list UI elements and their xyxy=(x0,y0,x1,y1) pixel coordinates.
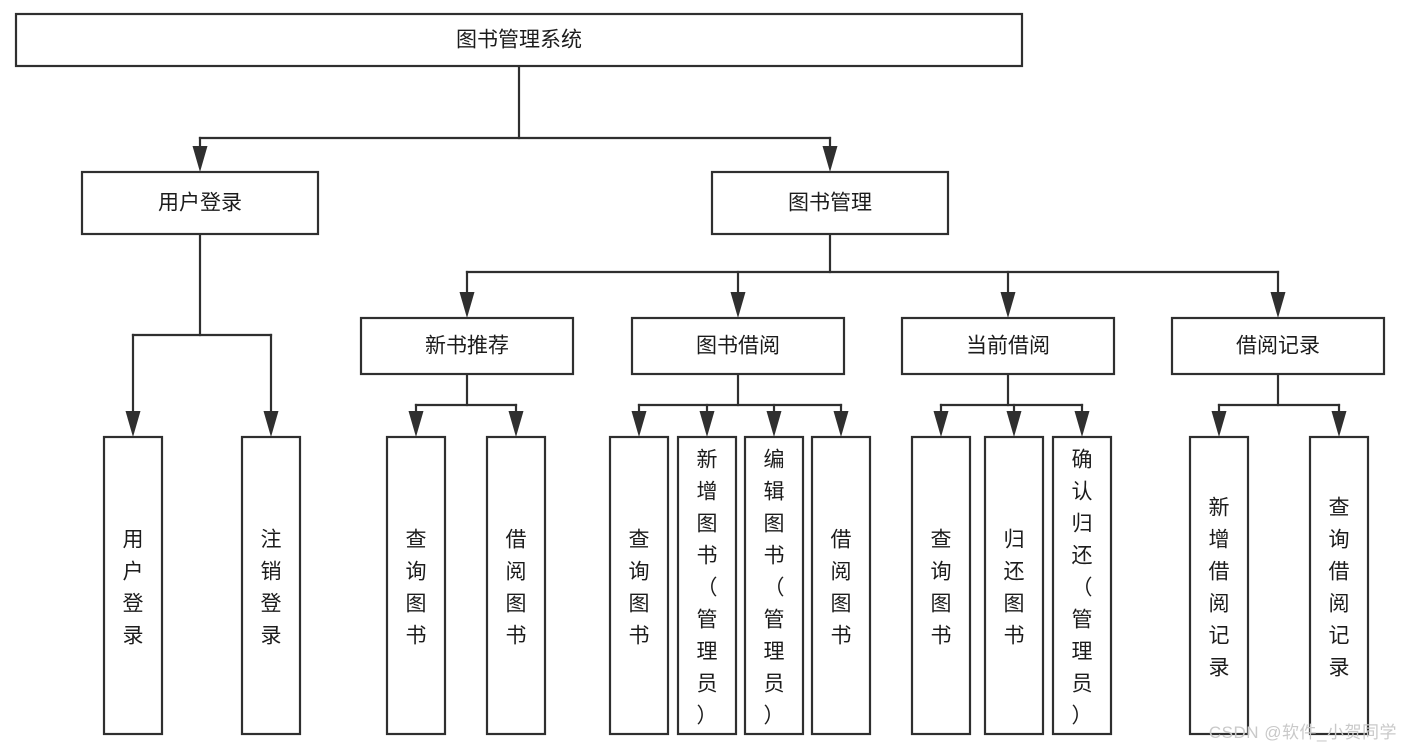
node-label: 用户登录 xyxy=(158,192,242,215)
node-box[interactable] xyxy=(1188,435,1250,736)
arrowhead-icon xyxy=(1270,292,1286,318)
arrowhead-icon xyxy=(766,411,782,437)
connector-root xyxy=(192,64,838,172)
node-label: 图书管理系统 xyxy=(456,29,582,52)
node-box[interactable] xyxy=(14,12,1024,68)
node-box[interactable] xyxy=(80,170,320,236)
node-label: 查询图书 xyxy=(406,528,427,647)
node-box[interactable] xyxy=(676,435,738,736)
node-current-borrow[interactable]: 当前借阅 xyxy=(900,316,1116,376)
node-leaf-logout[interactable]: 注销登录 xyxy=(240,435,302,736)
node-leaf-borrow-edit[interactable]: 编辑图书（管理员） xyxy=(743,435,805,736)
node-leaf-borrow-add[interactable]: 新增图书（管理员） xyxy=(676,435,738,736)
node-root[interactable]: 图书管理系统 xyxy=(14,12,1024,68)
node-label: 借阅图书 xyxy=(506,528,527,647)
arrowhead-icon xyxy=(408,411,424,437)
node-leaf-record-add[interactable]: 新增借阅记录 xyxy=(1188,435,1250,736)
arrowhead-icon xyxy=(192,146,208,172)
node-leaf-borrow-query[interactable]: 查询图书 xyxy=(608,435,670,736)
node-leaf-current-query[interactable]: 查询图书 xyxy=(910,435,972,736)
node-label: 编辑图书（管理员） xyxy=(764,448,785,727)
node-box[interactable] xyxy=(710,170,950,236)
node-box[interactable] xyxy=(102,435,164,736)
arrowhead-icon xyxy=(730,292,746,318)
node-box[interactable] xyxy=(1051,435,1113,736)
node-box[interactable] xyxy=(1170,316,1386,376)
node-leaf-recommend-borrow[interactable]: 借阅图书 xyxy=(485,435,547,736)
arrowhead-icon xyxy=(1211,411,1227,437)
node-label: 借阅图书 xyxy=(831,528,852,647)
node-box[interactable] xyxy=(743,435,805,736)
node-box[interactable] xyxy=(900,316,1116,376)
node-leaf-current-confirm[interactable]: 确认归还（管理员） xyxy=(1051,435,1113,736)
node-box[interactable] xyxy=(485,435,547,736)
arrowhead-icon xyxy=(263,411,279,437)
node-label: 新增借阅记录 xyxy=(1209,496,1230,679)
node-user-login[interactable]: 用户登录 xyxy=(80,170,320,236)
nodes-layer: 图书管理系统用户登录图书管理新书推荐图书借阅当前借阅借阅记录用户登录注销登录查询… xyxy=(14,12,1386,736)
arrowhead-icon xyxy=(1331,411,1347,437)
watermark-label: CSDN @软件_小贺同学 xyxy=(1208,723,1397,742)
connector-user-login xyxy=(125,232,279,437)
node-label: 查询图书 xyxy=(629,528,650,647)
connector-book-manage xyxy=(459,232,1286,318)
arrowhead-icon xyxy=(459,292,475,318)
node-leaf-record-query[interactable]: 查询借阅记录 xyxy=(1308,435,1370,736)
node-new-book-recommend[interactable]: 新书推荐 xyxy=(359,316,575,376)
node-box[interactable] xyxy=(1308,435,1370,736)
connector-current-borrow xyxy=(933,372,1090,437)
node-label: 图书借阅 xyxy=(696,335,780,358)
node-label: 注销登录 xyxy=(261,528,282,647)
node-box[interactable] xyxy=(983,435,1045,736)
node-label: 归还图书 xyxy=(1004,528,1025,647)
node-label: 图书管理 xyxy=(788,192,872,215)
connector-borrow-record xyxy=(1211,372,1347,437)
node-label: 新书推荐 xyxy=(425,335,509,358)
node-leaf-recommend-query[interactable]: 查询图书 xyxy=(385,435,447,736)
node-box[interactable] xyxy=(240,435,302,736)
arrowhead-icon xyxy=(1074,411,1090,437)
arrowhead-icon xyxy=(631,411,647,437)
arrowhead-icon xyxy=(1000,292,1016,318)
node-box[interactable] xyxy=(810,435,872,736)
arrowhead-icon xyxy=(833,411,849,437)
node-box[interactable] xyxy=(630,316,846,376)
node-box[interactable] xyxy=(608,435,670,736)
connector-book-borrow xyxy=(631,372,849,437)
node-box[interactable] xyxy=(359,316,575,376)
node-label: 新增图书（管理员） xyxy=(697,448,718,727)
arrowhead-icon xyxy=(822,146,838,172)
node-label: 查询图书 xyxy=(931,528,952,647)
node-label: 确认归还（管理员） xyxy=(1072,448,1093,727)
node-label: 当前借阅 xyxy=(966,335,1050,358)
node-leaf-borrow-do[interactable]: 借阅图书 xyxy=(810,435,872,736)
node-label: 借阅记录 xyxy=(1236,335,1320,358)
arrowhead-icon xyxy=(933,411,949,437)
node-label: 用户登录 xyxy=(123,528,144,647)
arrowhead-icon xyxy=(508,411,524,437)
node-box[interactable] xyxy=(385,435,447,736)
node-leaf-user-login[interactable]: 用户登录 xyxy=(102,435,164,736)
arrowhead-icon xyxy=(125,411,141,437)
arrowhead-icon xyxy=(699,411,715,437)
node-borrow-record[interactable]: 借阅记录 xyxy=(1170,316,1386,376)
connector-new-book-recommend xyxy=(408,372,524,437)
node-box[interactable] xyxy=(910,435,972,736)
node-book-manage[interactable]: 图书管理 xyxy=(710,170,950,236)
node-leaf-current-return[interactable]: 归还图书 xyxy=(983,435,1045,736)
arrowhead-icon xyxy=(1006,411,1022,437)
node-book-borrow[interactable]: 图书借阅 xyxy=(630,316,846,376)
node-label: 查询借阅记录 xyxy=(1329,496,1350,679)
connectors-layer xyxy=(125,64,1347,437)
